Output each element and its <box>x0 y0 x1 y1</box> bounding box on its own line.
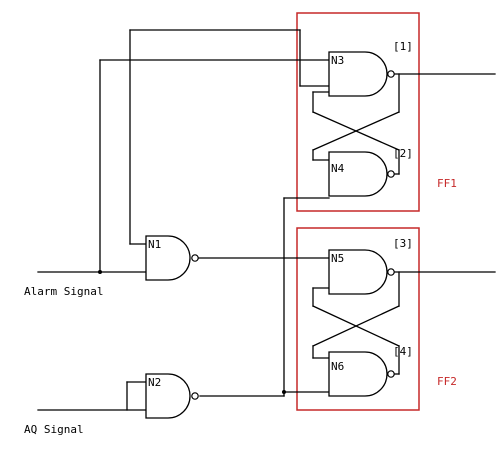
slot-label-4: [4] <box>393 345 413 358</box>
flip-flop-1-box <box>296 12 420 212</box>
gate-n5: N5 <box>328 249 395 295</box>
gate-n4-label: N4 <box>331 162 345 175</box>
aq-signal-label: AQ Signal <box>24 423 84 436</box>
gate-n1-label: N1 <box>148 238 161 251</box>
wires <box>37 29 496 411</box>
slot-label-1: [1] <box>393 40 413 53</box>
gate-n4: N4 <box>328 151 395 197</box>
gate-n5-label: N5 <box>331 252 344 265</box>
n2-output-junction-dot <box>282 390 286 394</box>
flip-flop-2-box <box>296 227 420 411</box>
flip-flop-2-label: FF2 <box>437 375 457 388</box>
gate-n2-label: N2 <box>148 376 161 389</box>
gate-n2: N2 <box>145 373 199 419</box>
gate-n6: N6 <box>328 351 395 397</box>
slot-label-3: [3] <box>393 237 413 250</box>
gate-n1: N1 <box>145 235 199 281</box>
gate-n3: N3 <box>328 51 395 97</box>
gate-n6-label: N6 <box>331 360 344 373</box>
alarm-signal-label: Alarm Signal <box>24 285 103 298</box>
gate-n3-label: N3 <box>331 54 344 67</box>
flip-flop-1-label: FF1 <box>437 177 457 190</box>
slot-label-2: [2] <box>393 147 413 160</box>
alarm-junction-dot <box>98 270 102 274</box>
